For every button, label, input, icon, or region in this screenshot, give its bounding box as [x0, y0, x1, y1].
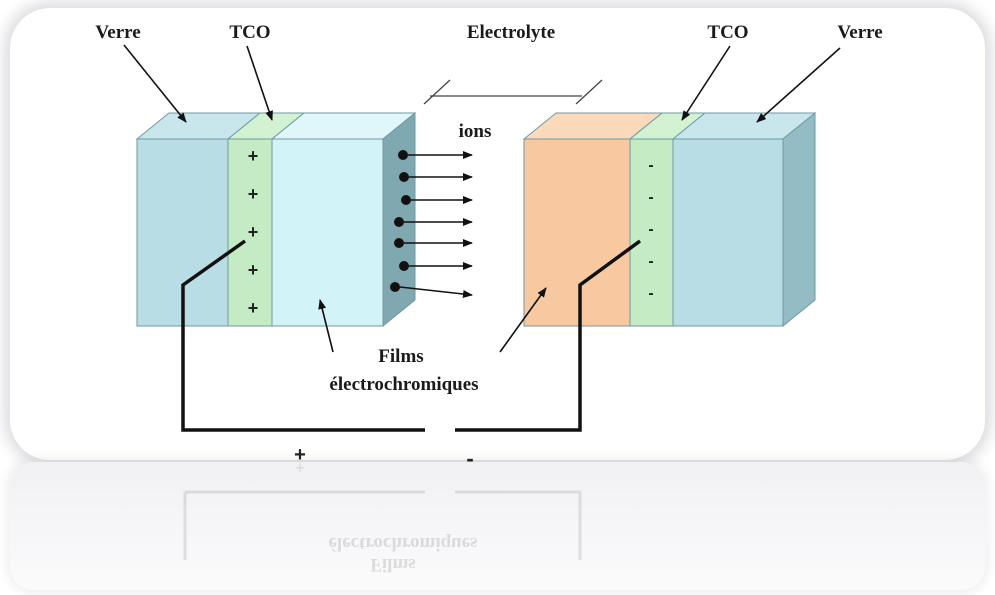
right-charge-2: -: [648, 221, 653, 238]
ion-arrow-6: [399, 286, 473, 298]
left-charges: + + + + +: [248, 146, 259, 318]
label-tco-right: TCO: [707, 22, 748, 43]
left-film-layer: [271, 138, 384, 327]
electrolyte-bracket-tick-right: [575, 79, 603, 105]
label-tco-left: TCO: [229, 22, 270, 43]
left-charge-0: +: [248, 146, 259, 166]
ion-dot-6: [390, 282, 400, 292]
diagram-reflection: [10, 462, 985, 590]
ion-dot-1: [399, 172, 409, 182]
right-glass-side: [782, 111, 816, 328]
ion-dot-4: [394, 238, 404, 248]
label-verre-left: Verre: [95, 22, 140, 43]
reflection-films-text: électrochromiques: [328, 533, 477, 554]
right-charges: - - - - -: [648, 157, 653, 302]
terminal-plus: +: [294, 444, 306, 466]
right-film-layer: [523, 138, 631, 327]
left-assembly: + + + + +: [135, 111, 417, 328]
arrow-films-right: [499, 287, 547, 353]
ion-dot-3: [394, 217, 404, 227]
reflection-group: + électrochromiques Films: [183, 458, 582, 575]
label-films-line2: électrochromiques: [329, 374, 478, 395]
reflection-plus: +: [295, 458, 305, 478]
ions-group: [390, 150, 473, 298]
label-verre-right: Verre: [837, 22, 882, 43]
arrow-tco-left: [246, 45, 273, 121]
right-tco-layer: [629, 138, 674, 327]
arrow-verre-left: [123, 44, 187, 123]
arrow-tco-right: [681, 45, 731, 121]
reflection-films-line1: Films: [370, 554, 415, 575]
label-electrolyte: Electrolyte: [467, 22, 555, 43]
terminal-minus: -: [466, 446, 473, 471]
electrolyte-bracket: [423, 79, 603, 105]
circuit: [181, 239, 642, 432]
ion-dot-0: [398, 150, 408, 160]
wire-right: [455, 239, 642, 432]
right-glass-layer: [672, 138, 784, 327]
label-films-line1: Films: [378, 346, 423, 367]
ion-dot-2: [401, 195, 411, 205]
pointer-arrows: [123, 44, 841, 353]
wire-left: [181, 239, 425, 432]
left-charge-1: +: [248, 184, 259, 204]
right-charge-1: -: [648, 189, 653, 206]
arrow-films-left: [318, 299, 334, 353]
right-charge-0: -: [648, 157, 653, 174]
left-charge-4: +: [248, 298, 259, 318]
right-assembly: - - - - -: [522, 111, 817, 328]
left-charge-3: +: [248, 260, 259, 280]
ion-dot-5: [399, 261, 409, 271]
right-charge-3: -: [648, 253, 653, 270]
electrolyte-bracket-tick-left: [423, 79, 451, 105]
label-ions: ions: [459, 121, 492, 142]
right-charge-4: -: [648, 285, 653, 302]
arrow-verre-right: [756, 47, 841, 123]
left-charge-2: +: [248, 222, 259, 242]
reflection-wire-right: [455, 490, 582, 560]
